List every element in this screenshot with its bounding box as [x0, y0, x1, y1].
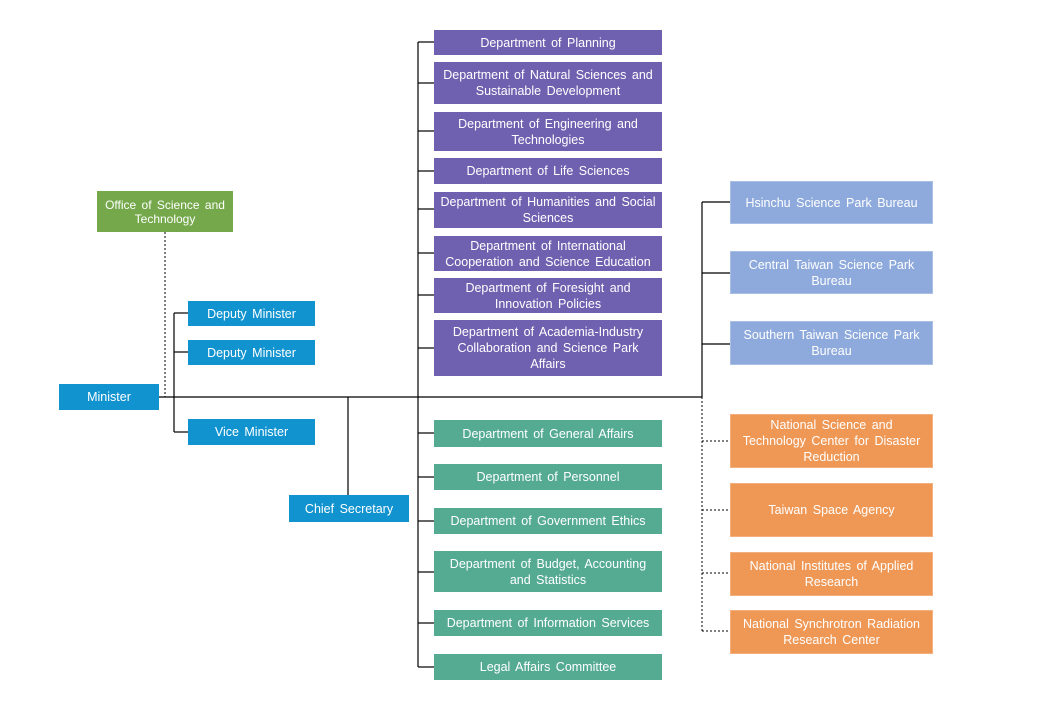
bureau-hsinchu: Hsinchu Science Park Bureau	[730, 181, 933, 224]
bureau-central-taiwan: Central Taiwan Science Park Bureau	[730, 251, 933, 294]
dept-academia-industry: Department of Academia-Industry Collabor…	[434, 320, 662, 376]
agency-disaster-reduction: National Science and Technology Center f…	[730, 414, 933, 468]
agency-synchrotron: National Synchrotron Radiation Research …	[730, 610, 933, 654]
minister-box: Minister	[59, 384, 159, 410]
deputy-minister-box-1: Deputy Minister	[188, 301, 315, 326]
vice-minister-box: Vice Minister	[188, 419, 315, 445]
dept-life-sciences: Department of Life Sciences	[434, 158, 662, 184]
dept-planning: Department of Planning	[434, 30, 662, 55]
agency-applied-research: National Institutes of Applied Research	[730, 552, 933, 596]
dept-international-cooperation: Department of International Cooperation …	[434, 236, 662, 271]
agency-taiwan-space: Taiwan Space Agency	[730, 483, 933, 537]
legal-affairs-committee: Legal Affairs Committee	[434, 654, 662, 680]
bureau-southern-taiwan: Southern Taiwan Science Park Bureau	[730, 321, 933, 365]
dept-engineering: Department of Engineering and Technologi…	[434, 112, 662, 151]
dept-information-services: Department of Information Services	[434, 610, 662, 636]
office-of-science-and-technology-box: Office of Science and Technology	[97, 191, 233, 232]
dept-budget-accounting: Department of Budget, Accounting and Sta…	[434, 551, 662, 592]
dept-foresight: Department of Foresight and Innovation P…	[434, 278, 662, 313]
dept-government-ethics: Department of Government Ethics	[434, 508, 662, 534]
dept-natural-sciences: Department of Natural Sciences and Susta…	[434, 62, 662, 104]
dept-general-affairs: Department of General Affairs	[434, 420, 662, 447]
dept-humanities: Department of Humanities and Social Scie…	[434, 192, 662, 228]
chief-secretary-box: Chief Secretary	[289, 495, 409, 522]
dept-personnel: Department of Personnel	[434, 464, 662, 490]
deputy-minister-box-2: Deputy Minister	[188, 340, 315, 365]
